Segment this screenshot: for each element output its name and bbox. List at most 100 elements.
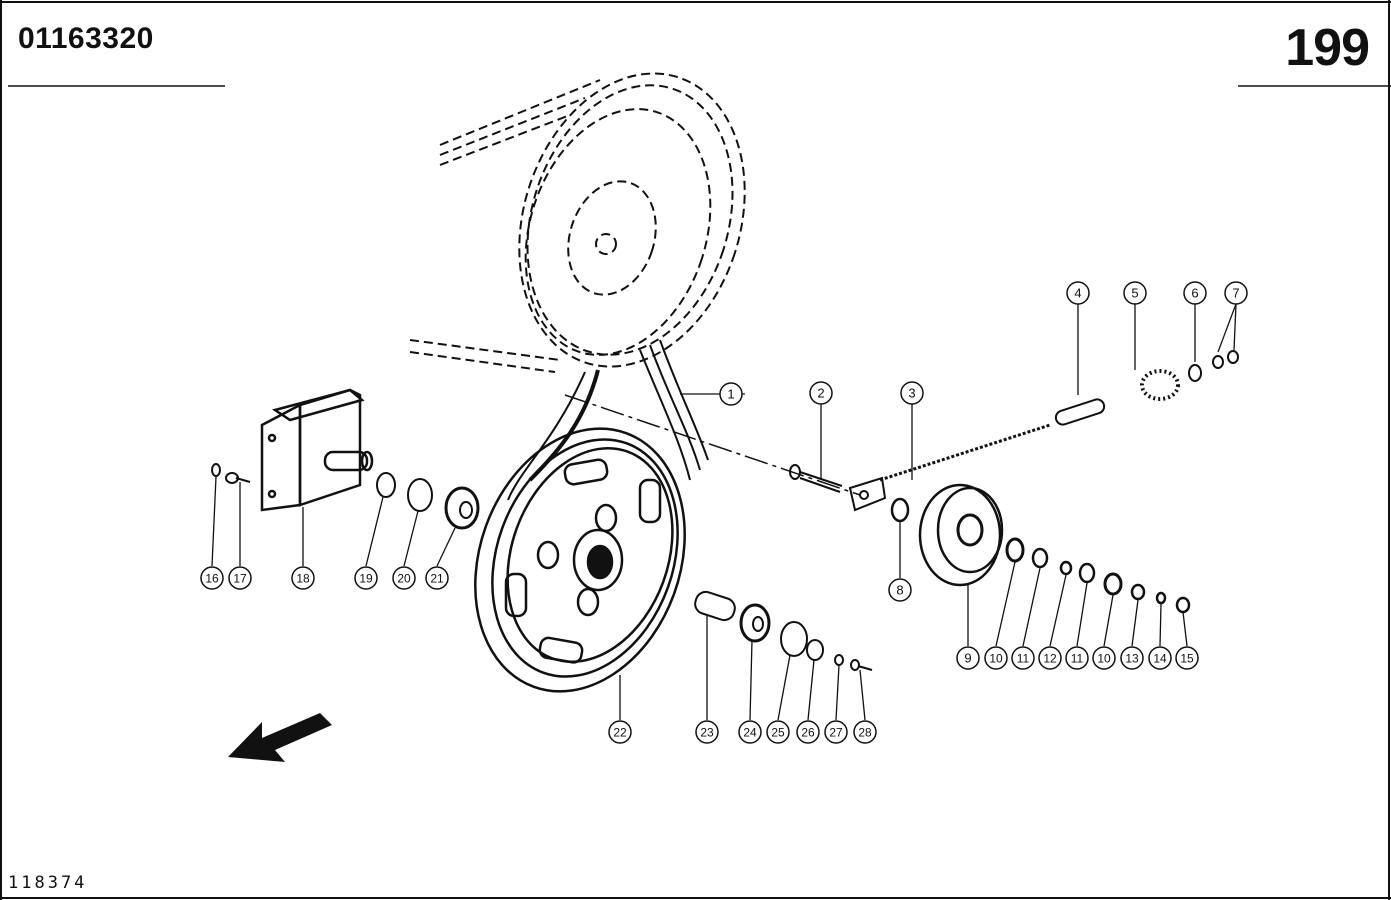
callout-circle xyxy=(1066,281,1090,305)
callout-26: 26 xyxy=(796,720,820,744)
document-code: 01163320 xyxy=(18,22,154,55)
callout-15: 15 xyxy=(1175,646,1199,670)
callout-2: 2 xyxy=(809,381,833,405)
callout-circle xyxy=(766,720,790,744)
callout-1: 1 xyxy=(719,382,743,406)
callout-circle xyxy=(1148,646,1172,670)
callout-label: 10 xyxy=(1097,652,1111,666)
callout-10: 10 xyxy=(1092,646,1116,670)
tension-assembly xyxy=(789,350,1239,512)
callout-label: 19 xyxy=(359,572,373,586)
callout-23: 23 xyxy=(695,720,719,744)
hub-hardware xyxy=(694,590,873,671)
callout-label: 16 xyxy=(205,572,219,586)
callout-label: 27 xyxy=(829,726,843,740)
callout-label: 28 xyxy=(858,726,872,740)
left-hardware xyxy=(211,463,480,530)
callout-circle xyxy=(392,566,416,590)
idler-assembly xyxy=(890,483,1191,614)
callout-25: 25 xyxy=(766,720,790,744)
leader-lines xyxy=(211,303,1237,721)
callout-label: 13 xyxy=(1125,652,1139,666)
v-belt xyxy=(507,339,709,501)
callout-circle xyxy=(1092,646,1116,670)
callout-label: 10 xyxy=(989,652,1003,666)
callout-10: 10 xyxy=(984,646,1008,670)
callout-5: 5 xyxy=(1123,281,1147,305)
callout-circle xyxy=(824,720,848,744)
callout-label: 17 xyxy=(233,572,247,586)
callout-9: 9 xyxy=(956,646,980,670)
callout-label: 21 xyxy=(430,572,444,586)
callout-label: 1 xyxy=(727,387,734,402)
callout-label: 4 xyxy=(1074,286,1081,301)
callout-19: 19 xyxy=(354,566,378,590)
callout-circle xyxy=(1183,281,1207,305)
callout-label: 11 xyxy=(1017,652,1030,666)
callout-label: 20 xyxy=(397,572,411,586)
callout-label: 15 xyxy=(1180,652,1194,666)
callout-circle xyxy=(354,566,378,590)
callout-label: 14 xyxy=(1153,652,1167,666)
callout-circle xyxy=(1120,646,1144,670)
callout-circle xyxy=(228,566,252,590)
callout-label: 23 xyxy=(700,726,714,740)
callout-circle xyxy=(809,381,833,405)
page-number: 199 xyxy=(1285,19,1370,77)
lower-pulley xyxy=(474,427,686,693)
center-line xyxy=(564,394,861,496)
upper-drive-pulley-phantom xyxy=(409,72,746,373)
callout-11: 11 xyxy=(1011,646,1035,670)
callout-circle xyxy=(425,566,449,590)
callout-circle xyxy=(956,646,980,670)
callout-label: 26 xyxy=(801,726,815,740)
callout-label: 3 xyxy=(908,386,915,401)
figure-number: 118374 xyxy=(8,873,88,893)
callout-14: 14 xyxy=(1148,646,1172,670)
callout-label: 25 xyxy=(771,726,785,740)
callout-22: 22 xyxy=(608,720,632,744)
callout-circle xyxy=(719,382,743,406)
callout-label: 6 xyxy=(1191,286,1198,301)
callout-16: 16 xyxy=(200,566,224,590)
callout-20: 20 xyxy=(392,566,416,590)
callout-circle xyxy=(888,578,912,602)
callout-circle xyxy=(291,566,315,590)
callout-circle xyxy=(1038,646,1062,670)
callout-8: 8 xyxy=(888,578,912,602)
callout-circle xyxy=(1123,281,1147,305)
callout-circle xyxy=(200,566,224,590)
callout-label: 18 xyxy=(296,572,310,586)
callout-21: 21 xyxy=(425,566,449,590)
callout-circle xyxy=(796,720,820,744)
callout-circle xyxy=(853,720,877,744)
callout-label: 9 xyxy=(964,651,971,666)
callout-27: 27 xyxy=(824,720,848,744)
callout-circle xyxy=(1065,646,1089,670)
callout-label: 24 xyxy=(743,726,757,740)
support-bracket xyxy=(260,388,374,512)
callout-circle xyxy=(608,720,632,744)
callout-circle xyxy=(984,646,1008,670)
callout-13: 13 xyxy=(1120,646,1144,670)
callout-4: 4 xyxy=(1066,281,1090,305)
callout-3: 3 xyxy=(900,381,924,405)
callout-6: 6 xyxy=(1183,281,1207,305)
callout-7: 7 xyxy=(1224,281,1248,305)
callout-17: 17 xyxy=(228,566,252,590)
callout-label: 7 xyxy=(1232,286,1239,301)
callout-18: 18 xyxy=(291,566,315,590)
callout-label: 2 xyxy=(817,386,824,401)
callout-24: 24 xyxy=(738,720,762,744)
callout-label: 22 xyxy=(613,726,627,740)
callout-12: 12 xyxy=(1038,646,1062,670)
callout-circle xyxy=(1175,646,1199,670)
callout-11: 11 xyxy=(1065,646,1089,670)
callout-circle xyxy=(738,720,762,744)
callout-circle xyxy=(1011,646,1035,670)
callout-circle xyxy=(900,381,924,405)
